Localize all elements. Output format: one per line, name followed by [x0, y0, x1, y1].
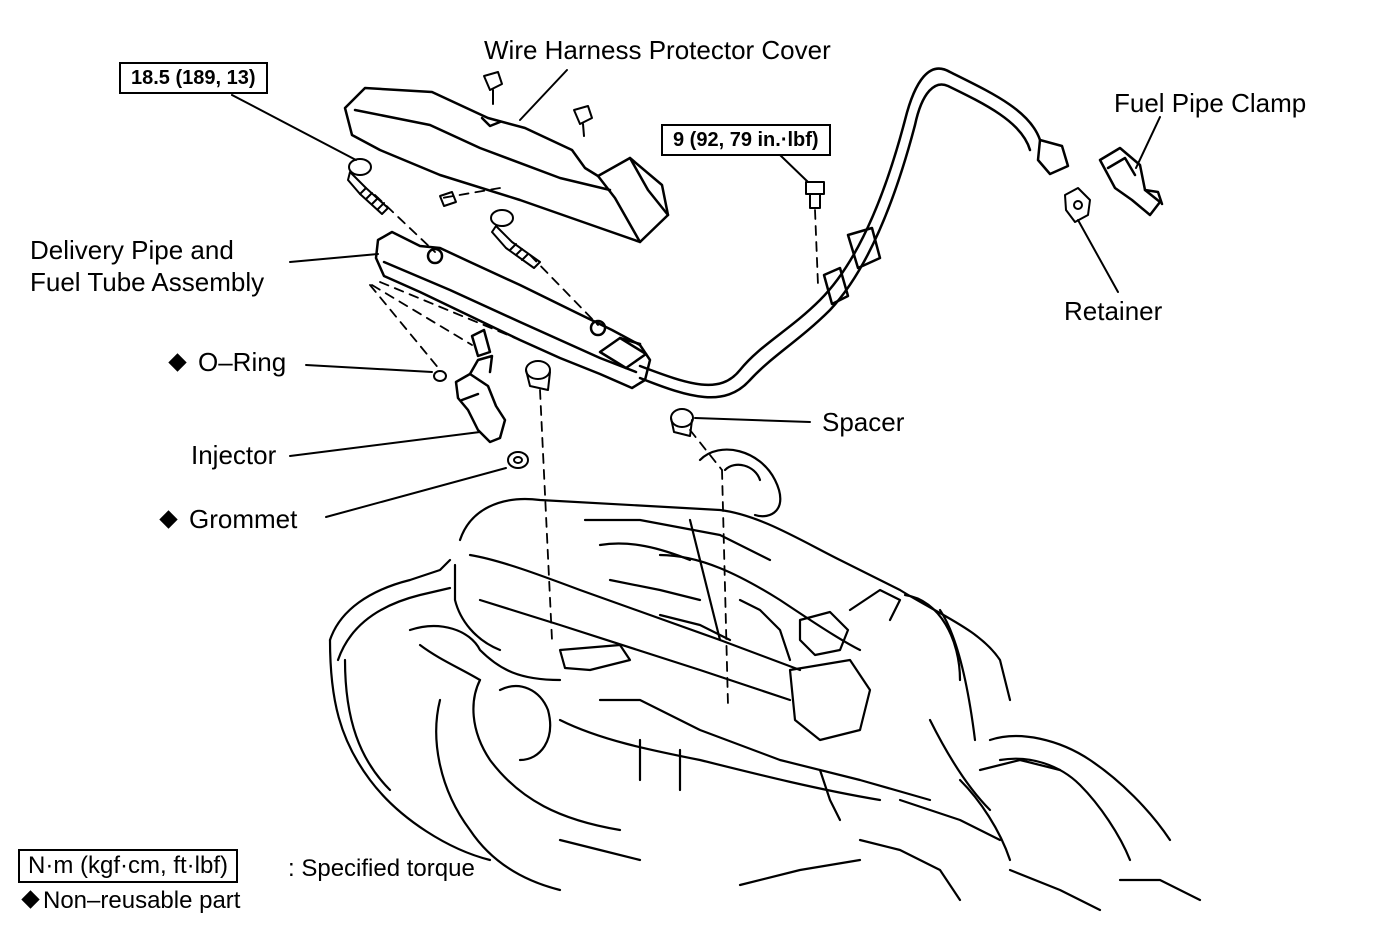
label-wire-harness-protector-cover: Wire Harness Protector Cover [484, 35, 831, 65]
spacer [670, 408, 694, 437]
clamp-bolt [805, 181, 825, 209]
diamond-icon [21, 890, 40, 909]
label-injector: Injector [191, 440, 277, 470]
fuel-tube [638, 67, 1070, 399]
torque-box-delivery-bolt: 18.5 (189, 13) [119, 62, 268, 94]
legend-non-reusable-text: Non–reusable part [43, 887, 241, 914]
label-delivery-pipe-line2: Fuel Tube Assembly [30, 267, 265, 297]
label-grommet-text: Grommet [189, 504, 298, 534]
diamond-icon [159, 510, 178, 529]
label-o-ring: O–Ring [168, 347, 287, 377]
injector [454, 328, 507, 444]
o-ring [433, 370, 447, 382]
engine-outline [328, 448, 1202, 912]
alignment-dashes [369, 187, 819, 706]
label-grommet: Grommet [159, 504, 298, 534]
leader-lines [231, 69, 1161, 518]
legend-torque-description: : Specified torque [288, 855, 475, 882]
label-retainer: Retainer [1064, 296, 1163, 326]
delivery-pipe-bolt [347, 158, 389, 215]
cover-clips [439, 71, 593, 207]
label-fuel-pipe-clamp: Fuel Pipe Clamp [1114, 88, 1307, 118]
diamond-icon [168, 353, 187, 372]
fuel-pipe-clamp [1098, 146, 1164, 217]
delivery-pipe-assembly [374, 230, 652, 390]
cover-bolt [490, 209, 541, 269]
torque-box-clamp-bolt: 9 (92, 79 in.·lbf) [661, 124, 831, 156]
retainer [1064, 187, 1091, 223]
label-spacer: Spacer [822, 407, 905, 437]
legend-non-reusable: Non–reusable part [21, 887, 241, 915]
grommet [507, 451, 529, 469]
wire-harness-protector-cover [343, 86, 670, 244]
injector-insulator [525, 360, 551, 391]
label-o-ring-text: O–Ring [198, 347, 287, 377]
label-delivery-pipe-line1: Delivery Pipe and [30, 235, 234, 265]
legend-torque-unit-box: N·m (kgf·cm, ft·lbf) [18, 849, 238, 883]
